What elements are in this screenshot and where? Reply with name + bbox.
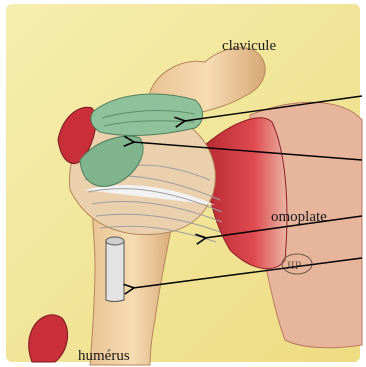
label-clavicle: clavicule	[222, 38, 276, 54]
svg-text:JIP: JIP	[286, 258, 302, 272]
tendon-stub-end	[106, 237, 124, 245]
label-humerus: humérus	[78, 348, 130, 364]
label-scapula: omoplate	[271, 209, 327, 225]
tendon-stub	[106, 239, 124, 302]
